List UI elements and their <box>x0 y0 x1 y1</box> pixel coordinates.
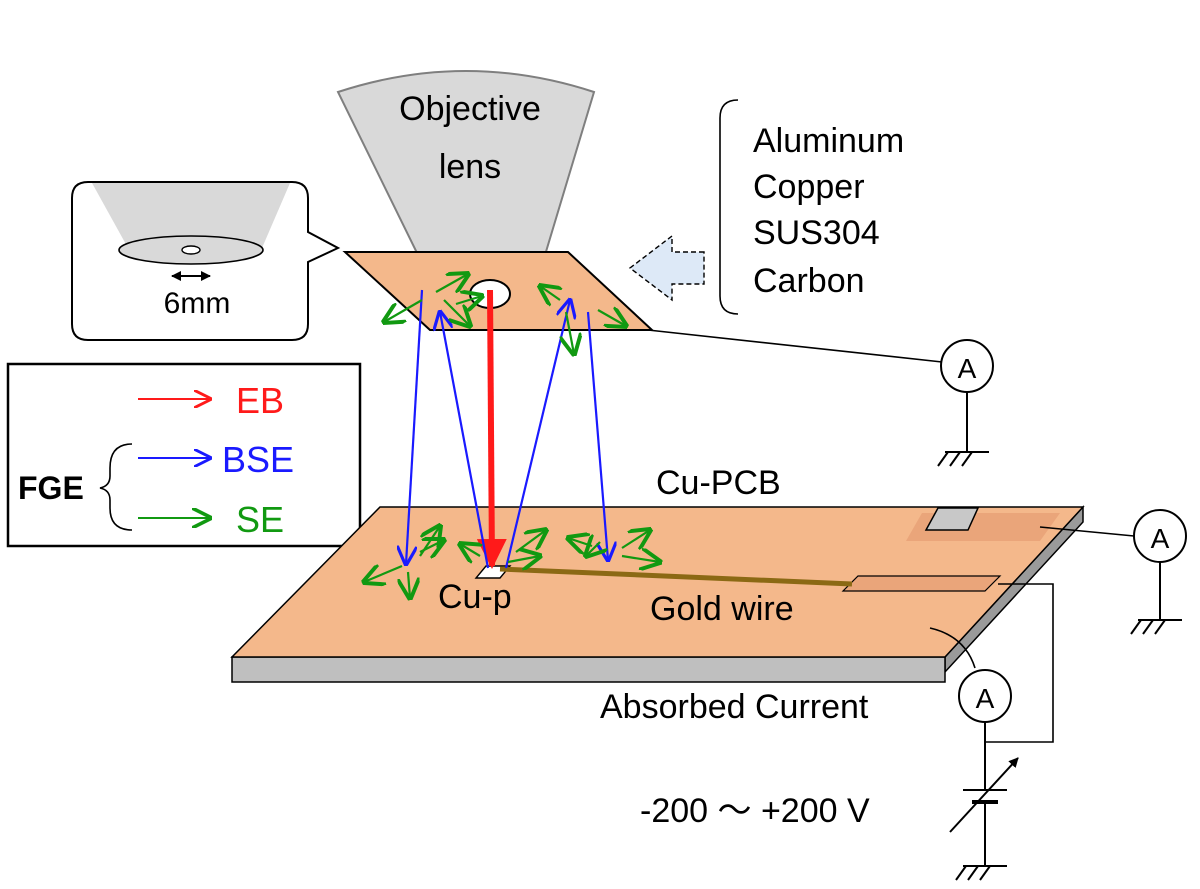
legend-box <box>6 362 362 548</box>
materials-bracket <box>719 99 739 315</box>
legend-eb-label: EB <box>236 380 284 421</box>
component-wire <box>1039 526 1135 537</box>
absorbed-current-label: Absorbed Current <box>600 688 869 726</box>
inset-cone <box>92 183 290 248</box>
variable-source-arrow <box>949 757 1019 833</box>
plate-meter-wire <box>647 329 943 363</box>
pcb-component <box>924 507 980 531</box>
bse-path-3 <box>504 300 570 569</box>
gold-wire-label: Gold wire <box>650 590 794 628</box>
inset-hole <box>181 245 201 255</box>
ground-icon-1 <box>937 451 989 467</box>
lens-cone <box>336 70 596 256</box>
bse-path-4 <box>586 311 608 560</box>
ground-icon-2 <box>1130 619 1182 635</box>
pcb-side-front <box>231 656 946 683</box>
voltage-label: -200 ～ +200 V <box>640 792 870 830</box>
meter-absorbed-label: A <box>976 683 995 714</box>
meter-circuits: A A A Absorbed Current -200 ～ <box>600 339 1187 881</box>
electron-paths <box>364 274 660 598</box>
lens-label-line1: Objective <box>399 90 541 128</box>
absorbed-wire <box>929 627 976 669</box>
material-swap-arrow <box>628 234 705 302</box>
bse-path-2 <box>440 312 490 569</box>
cu-p-label: Cu-p <box>438 578 512 616</box>
bse-path-1 <box>406 289 424 564</box>
aperture-inset: 6mm <box>71 181 341 341</box>
pcb-label: Cu-PCB <box>656 464 781 502</box>
secondary-electrons-plate <box>384 274 626 354</box>
legend-bse-label: BSE <box>222 439 294 480</box>
material-aluminum: Aluminum <box>753 122 904 160</box>
objective-lens: Objective lens <box>336 70 596 256</box>
material-copper: Copper <box>753 168 865 206</box>
ground-icon-3 <box>955 865 1007 881</box>
pcb-trace-pad <box>841 575 1002 592</box>
lens-label-line2: lens <box>439 148 501 186</box>
material-sus304: SUS304 <box>753 214 880 252</box>
electron-beam <box>476 289 507 569</box>
materials-group: Aluminum Copper SUS304 Carbon <box>628 99 904 315</box>
legend-se-label: SE <box>236 499 284 540</box>
backscattered-electrons <box>406 289 608 569</box>
secondary-electrons-board <box>364 526 660 598</box>
gold-wire <box>499 566 853 587</box>
legend-fge-label: FGE <box>18 470 84 506</box>
meter-component-label: A <box>1151 523 1170 554</box>
meter-plate-label: A <box>958 353 977 384</box>
legend-brace <box>99 443 133 531</box>
legend: EB BSE SE FGE <box>6 362 362 548</box>
trace-supply-wire <box>985 583 1054 743</box>
inset-dimension-label: 6mm <box>164 287 231 320</box>
material-carbon: Carbon <box>753 262 865 300</box>
